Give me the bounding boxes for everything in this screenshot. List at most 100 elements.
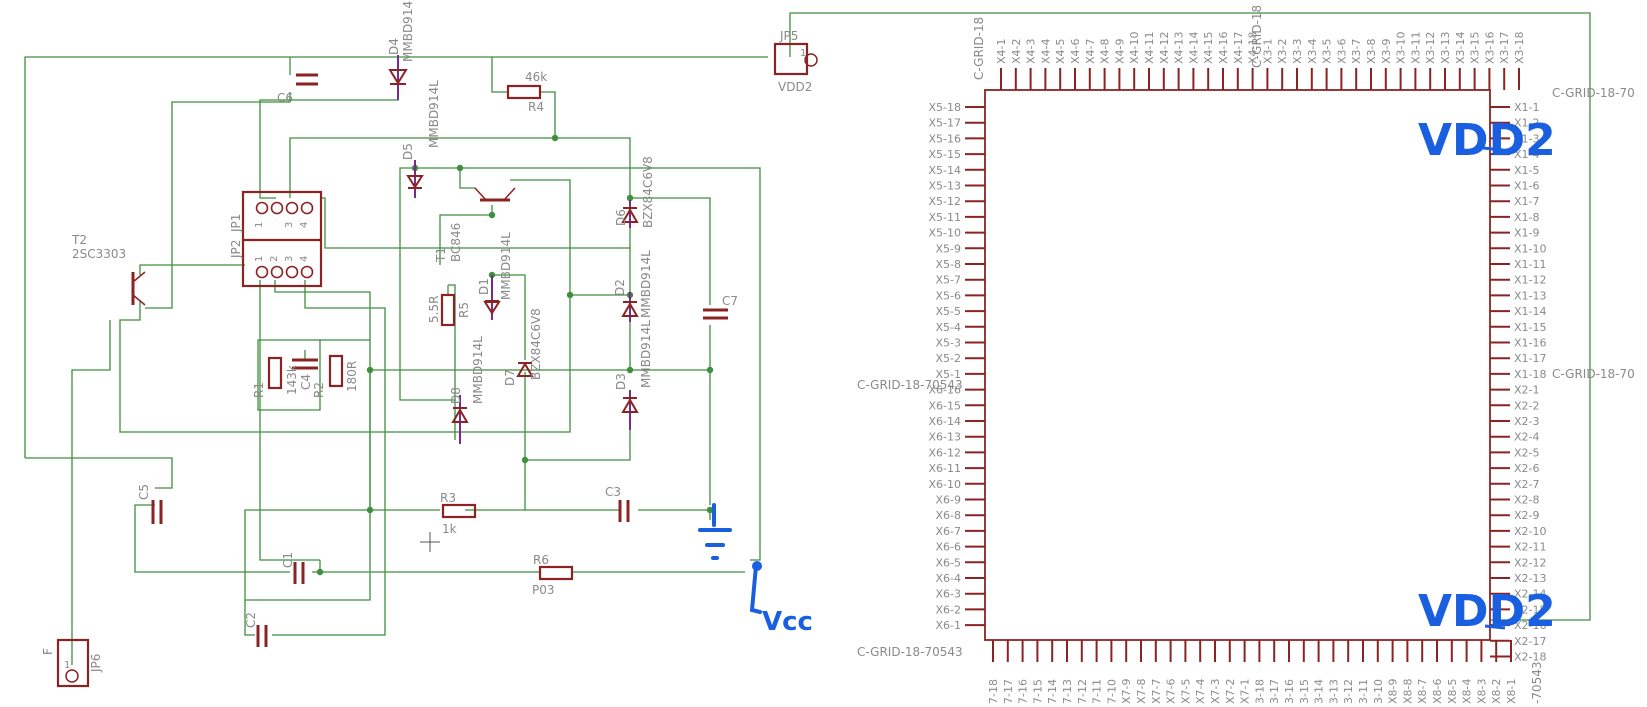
grid-pin-label: X1-3 [1514,132,1540,145]
grid-pin-label: X4-13 [1173,31,1186,64]
diode-d6 [621,200,639,228]
diode-d3 [621,390,639,430]
r5-label: R5 [457,302,471,318]
r4-body [506,84,542,100]
grid-pin-label: X8-4 [1461,678,1474,704]
t2-collector [132,271,146,283]
wire [139,264,245,275]
grid-pin-label: X2-3 [1514,415,1540,428]
grid-pin-label: X2-12 [1514,556,1547,569]
t2-value: 2SC3303 [72,247,126,261]
grid-pin-label: X4-3 [1025,38,1038,64]
grid-pin-label: X2-2 [1514,399,1540,412]
grid-pin-label: X1-5 [1514,164,1540,177]
grid-pin-label: X6-9 [935,494,961,507]
grid-pin-label: X1-14 [1514,305,1547,318]
wire [259,280,320,561]
grid-label-right-top: C-GRID-18-70 [1552,86,1635,100]
jp5-body [773,42,809,76]
grid-pin-label: 3-14 [1313,679,1326,704]
grid-label-bottom-left: C-GRID-18-70543 [857,645,963,659]
jp6-body [56,638,90,688]
diodes [388,55,639,444]
grid-pin-label: X2-16 [1514,619,1547,632]
grid-pin-label: X3-15 [1469,31,1482,64]
r1-label: R1 [252,382,266,398]
jp6-pin: 1 [64,660,70,671]
grid-pin-label: X6-3 [935,588,961,601]
grid-pin-label: X3-13 [1439,31,1452,64]
wire [71,320,111,665]
grid-pin-label: X7-1 [1239,678,1252,704]
grid-pin-label: X1-1 [1514,101,1540,114]
r4-value: 46k [525,70,547,84]
grid-pin-label: X5-1 [935,368,961,381]
grid-pin-label: X4-12 [1158,31,1171,64]
grid-pin-label: 3-13 [1327,679,1340,704]
grid-pin-label: X6-13 [928,431,961,444]
grid-label-right-mid: C-GRID-18-70 [1552,367,1635,381]
r2-body [328,354,344,388]
grid-pin-label: X8-2 [1490,678,1503,704]
jp5-label: JP5 [779,29,798,43]
r1-body [267,356,283,390]
grid-pin-label: X5-14 [928,164,961,177]
grid-pin-label: X3-17 [1498,31,1511,64]
grid-pin-label: X4-6 [1069,38,1082,64]
grid-pin-label: 3-18 [1253,679,1266,704]
pin-hole [270,265,284,279]
grid-pin-label: X3-5 [1321,38,1334,64]
grid-pin-label: X4-10 [1128,31,1141,64]
wire [540,91,631,200]
wire [492,274,526,360]
c1-label: C1 [281,552,295,568]
grid-pin-label: X6-12 [928,446,961,459]
junctions [316,134,714,576]
grid-pin-label: X6-1 [935,619,961,632]
component-labels: JP5 1 VDD2 F JP6 1 JP2 JP1 1 3 4 1 2 3 4… [41,0,812,673]
wires [24,12,1591,665]
grid-pin-label: 7-16 [1017,679,1030,704]
grid-pin-label: X6-2 [935,603,961,616]
grid-pin-label: X5-10 [928,227,961,240]
grid-pin-label: X3-18 [1513,31,1526,64]
grid-pin-label: X8-6 [1431,678,1444,704]
t1-label: T1 [434,247,448,263]
grid-pin-label: X6-14 [928,415,961,428]
grid-pin-label: X5-16 [928,132,961,145]
r6-body [538,565,574,581]
grid-pin-label: X7-4 [1194,678,1207,704]
wire [369,370,440,511]
grid-pin-label: X6-7 [935,525,961,538]
r5-body [440,293,456,327]
grid-pin-label: X5-3 [935,337,961,350]
grid-pin-label: X7-2 [1224,678,1237,704]
grid-pin-label: X3-16 [1483,31,1496,64]
junction [366,366,374,374]
junction [456,164,464,172]
grid-pin-label: X6-15 [928,399,961,412]
grid-pin-label: X6-6 [935,541,961,554]
wire [525,392,631,461]
r2-label: R2 [312,382,326,398]
d4-label: D4 [387,38,401,55]
grid-pin-label: X5-8 [935,258,961,271]
grid-pin-label: X8-9 [1387,678,1400,704]
grid-pin-label: X4-4 [1039,38,1052,64]
grid-pin-label: X5-9 [935,242,961,255]
r6-label: R6 [533,553,549,567]
grid-pin-label: X1-9 [1514,227,1540,240]
grid-pin-label: X7-9 [1120,678,1133,704]
r1-value: 143k [285,365,299,395]
grid-pin-label: X5-17 [928,117,961,130]
c5-label: C5 [137,484,151,500]
wire [491,57,508,93]
wire [119,300,455,433]
grid-pin-label: 7-12 [1076,679,1089,704]
d7-value: BZX84C6V8 [529,308,543,380]
diode-d1 [483,275,501,320]
